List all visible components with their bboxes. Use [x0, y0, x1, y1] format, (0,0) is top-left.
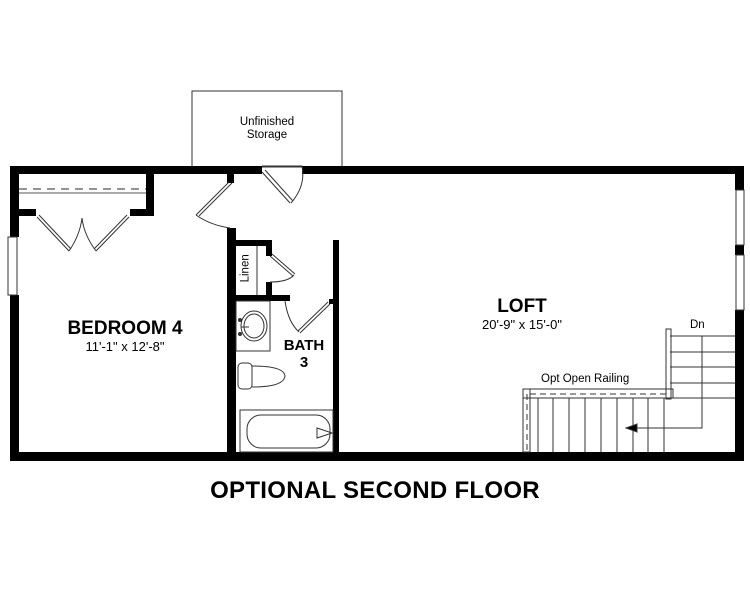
windows [7, 189, 745, 311]
storage-outline [191, 90, 343, 168]
storage-label: Unfinished Storage [192, 116, 342, 141]
interior-walls [10, 166, 339, 461]
storage-label-line2: Storage [246, 128, 288, 141]
stair-direction-text: Dn [690, 319, 705, 331]
linen-name: Linen [239, 254, 252, 283]
bath-name: BATH [283, 337, 325, 354]
toilet [237, 362, 286, 390]
window-loft-1 [735, 189, 745, 246]
bath-vanity [235, 300, 271, 352]
window-loft-2 [735, 254, 745, 311]
bedroom-dims: 11'-1" x 12'-8" [85, 338, 165, 354]
railing-text: Opt Open Railing [541, 373, 630, 385]
bath-door [284, 300, 331, 334]
plan-title: OPTIONAL SECOND FLOOR [0, 477, 750, 504]
exterior-walls [10, 166, 744, 461]
loft-label: LOFT 20'-9" x 15'-0" [462, 296, 582, 332]
stair [522, 328, 735, 453]
loft-dims: 20'-9" x 15'-0" [482, 316, 562, 332]
loft-name: LOFT [497, 296, 547, 317]
bath-label: BATH 3 [274, 337, 334, 371]
railing-label: Opt Open Railing [541, 373, 629, 386]
hallway-door [195, 181, 233, 229]
plan-title-text: OPTIONAL SECOND FLOOR [210, 477, 540, 504]
storage-label-line1: Unfinished [239, 116, 295, 128]
linen-label: Linen [240, 250, 253, 286]
storage-door [261, 165, 304, 204]
bedroom-name: BEDROOM 4 [67, 318, 183, 339]
window-bedroom [7, 236, 18, 296]
bath-number: 3 [299, 353, 309, 371]
bathtub [239, 409, 334, 453]
linen-door [256, 246, 296, 295]
closet-bifold-doors [36, 214, 130, 252]
bedroom-label: BEDROOM 4 11'-1" x 12'-8" [45, 318, 205, 354]
stair-direction-label: Dn [690, 319, 705, 332]
